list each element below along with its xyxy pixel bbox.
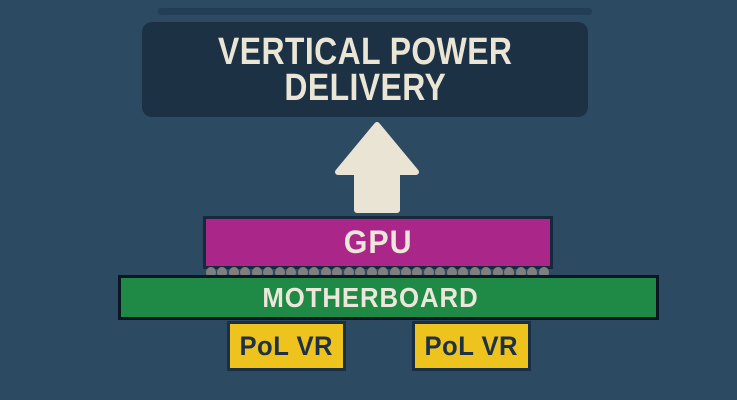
solder-ball bbox=[297, 266, 308, 278]
motherboard-label: MOTHERBOARD bbox=[262, 281, 479, 313]
solder-ball bbox=[251, 266, 262, 278]
solder-ball bbox=[481, 266, 492, 278]
solder-ball bbox=[492, 266, 503, 278]
solder-ball bbox=[538, 266, 549, 278]
solder-ball bbox=[228, 266, 239, 278]
solder-ball bbox=[263, 266, 274, 278]
solder-ball bbox=[332, 266, 343, 278]
solder-ball bbox=[378, 266, 389, 278]
solder-ball bbox=[412, 266, 423, 278]
pol-vr-block-right: PoL VR bbox=[412, 321, 531, 371]
solder-ball bbox=[435, 266, 446, 278]
solder-ball bbox=[389, 266, 400, 278]
solder-ball bbox=[355, 266, 366, 278]
solder-ball-row bbox=[206, 266, 549, 278]
up-arrow-icon bbox=[332, 120, 422, 215]
title-line-2: DELIVERY bbox=[284, 66, 446, 109]
title-banner: VERTICAL POWER DELIVERY bbox=[142, 22, 588, 117]
solder-ball bbox=[206, 266, 216, 278]
solder-ball bbox=[320, 266, 331, 278]
top-edge-band bbox=[158, 8, 592, 15]
solder-ball bbox=[217, 266, 228, 278]
solder-ball bbox=[240, 266, 251, 278]
title-line-1: VERTICAL POWER bbox=[217, 30, 513, 73]
solder-ball bbox=[366, 266, 377, 278]
solder-ball bbox=[343, 266, 354, 278]
gpu-block: GPU bbox=[203, 216, 553, 269]
gpu-label: GPU bbox=[343, 224, 413, 260]
solder-ball bbox=[504, 266, 515, 278]
pol-vr-label-right: PoL VR bbox=[424, 330, 519, 361]
solder-ball bbox=[446, 266, 457, 278]
pol-vr-label-left: PoL VR bbox=[239, 330, 334, 361]
solder-ball bbox=[515, 266, 526, 278]
solder-ball bbox=[286, 266, 297, 278]
pol-vr-block-left: PoL VR bbox=[227, 321, 346, 371]
solder-ball bbox=[469, 266, 480, 278]
solder-ball bbox=[274, 266, 285, 278]
solder-ball bbox=[423, 266, 434, 278]
solder-ball bbox=[458, 266, 469, 278]
motherboard-block: MOTHERBOARD bbox=[118, 275, 659, 320]
solder-ball bbox=[400, 266, 411, 278]
solder-ball bbox=[527, 266, 538, 278]
solder-ball bbox=[309, 266, 320, 278]
